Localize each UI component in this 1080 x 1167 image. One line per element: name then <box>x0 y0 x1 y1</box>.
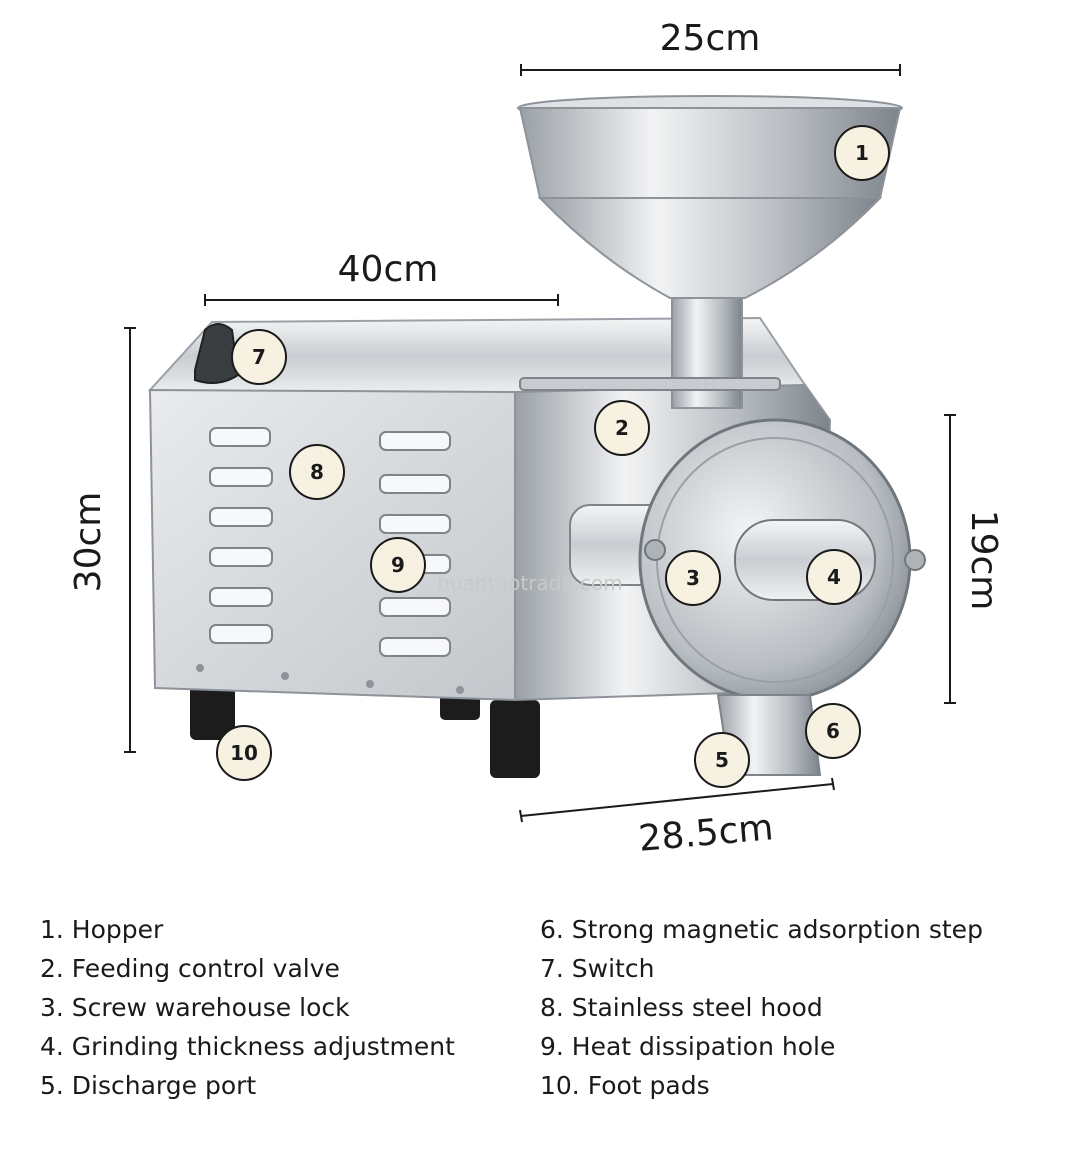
foot-pad <box>190 685 235 740</box>
callout-markers <box>216 125 890 788</box>
legend-left-column: 1. Hopper 2. Feeding control valve 3. Sc… <box>40 910 455 1105</box>
heat-dissipation-holes <box>209 427 451 657</box>
callout-6-marker <box>805 703 861 759</box>
chamber-bolt <box>904 549 926 571</box>
callout-1-label: 1 <box>855 141 869 165</box>
legend-item: 7. Switch <box>540 954 655 983</box>
legend-item: 9. Heat dissipation hole <box>540 1032 836 1061</box>
callout-9-label: 9 <box>391 553 405 577</box>
callout-9-marker <box>370 537 426 593</box>
screw-warehouse-lock <box>644 539 666 561</box>
panel-screws <box>196 664 464 694</box>
callout-5-label: 5 <box>715 748 729 772</box>
callout-8-label: 8 <box>310 460 324 484</box>
feeding-control-valve <box>519 377 781 391</box>
legend-item: 5. Discharge port <box>40 1071 257 1100</box>
callout-10-marker <box>216 725 272 781</box>
hopper-neck <box>671 297 743 409</box>
watermark: huantuotrade.com <box>437 571 622 595</box>
dimension-lines <box>124 64 956 823</box>
callout-8-marker <box>289 444 345 500</box>
legend-item: 10. Foot pads <box>540 1071 710 1100</box>
callout-3-label: 3 <box>686 566 700 590</box>
callout-7-marker <box>231 329 287 385</box>
grinder-machine-illustration <box>147 95 926 778</box>
legend-item: 4. Grinding thickness adjustment <box>40 1032 455 1061</box>
machine-diagram: 25cm 40cm 30cm 19cm 28.5cm <box>68 18 1004 860</box>
callout-5-marker <box>694 732 750 788</box>
legend-item: 6. Strong magnetic adsorption step <box>540 915 983 944</box>
dim-depth: 28.5cm <box>637 807 775 860</box>
legend-item: 8. Stainless steel hood <box>540 993 823 1022</box>
callout-2-marker <box>594 400 650 456</box>
callout-6-label: 6 <box>826 719 840 743</box>
callout-4-label: 4 <box>827 565 841 589</box>
callout-1-marker <box>834 125 890 181</box>
stainless-steel-hood <box>148 388 516 702</box>
callout-2-label: 2 <box>615 416 629 440</box>
dim-hopper-width: 25cm <box>660 18 761 59</box>
legend-item: 3. Screw warehouse lock <box>40 993 350 1022</box>
legend-right-column: 6. Strong magnetic adsorption step 7. Sw… <box>540 910 983 1105</box>
dim-body-length: 40cm <box>338 249 439 290</box>
callout-3-marker <box>665 550 721 606</box>
legend-item: 2. Feeding control valve <box>40 954 340 983</box>
foot-pad <box>490 700 540 778</box>
dim-grinder-height: 19cm <box>963 510 1004 611</box>
callout-4-marker <box>806 549 862 605</box>
legend-item: 1. Hopper <box>40 915 164 944</box>
callout-7-label: 7 <box>252 345 266 369</box>
hopper-cone <box>537 197 883 299</box>
dim-height: 30cm <box>68 492 109 593</box>
callout-10-label: 10 <box>230 741 258 765</box>
